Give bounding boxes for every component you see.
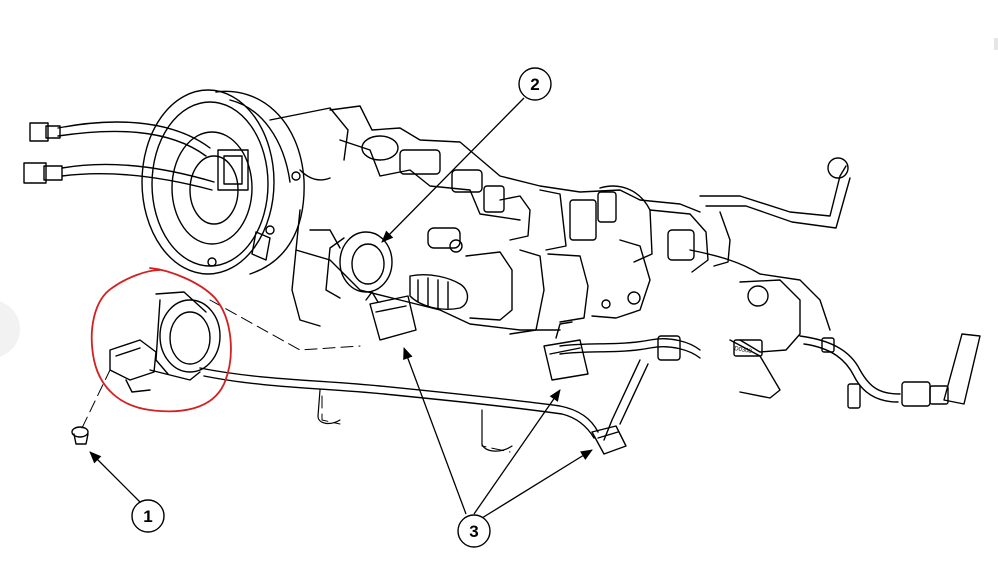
leader-line-3b bbox=[473, 389, 561, 515]
part-stamp-text: D0308 bbox=[734, 346, 753, 355]
retaining-clip-3 bbox=[591, 425, 627, 455]
leader-line-1 bbox=[89, 451, 141, 503]
steering-column-body bbox=[291, 105, 709, 335]
leader-line-3a bbox=[403, 347, 467, 515]
wiring-harness-lower bbox=[199, 335, 701, 441]
callout-3-label: 3 bbox=[469, 522, 478, 541]
phantom-lines bbox=[81, 299, 511, 453]
leader-line-3c bbox=[481, 449, 593, 519]
edge-mark bbox=[994, 38, 998, 50]
retaining-screw bbox=[71, 426, 89, 445]
wiring-harness-right bbox=[799, 333, 981, 409]
red-annotation-circle bbox=[90, 267, 232, 413]
retaining-clip-1 bbox=[365, 291, 417, 341]
removed-retainer-part bbox=[109, 291, 221, 393]
lower-bracket-outlines bbox=[317, 389, 513, 452]
callout-1: 1 bbox=[131, 499, 165, 533]
retaining-clip-2 bbox=[543, 321, 589, 381]
wiring-harness-left bbox=[23, 121, 215, 191]
shift-linkage bbox=[689, 157, 851, 399]
callout-2: 2 bbox=[518, 67, 552, 101]
callout-1-label: 1 bbox=[143, 507, 152, 526]
side-scroll-tab bbox=[0, 300, 20, 358]
clock-spring-assembly bbox=[141, 89, 349, 275]
callout-3: 3 bbox=[457, 514, 491, 548]
leader-line-2 bbox=[381, 97, 525, 243]
callout-2-label: 2 bbox=[530, 75, 539, 94]
